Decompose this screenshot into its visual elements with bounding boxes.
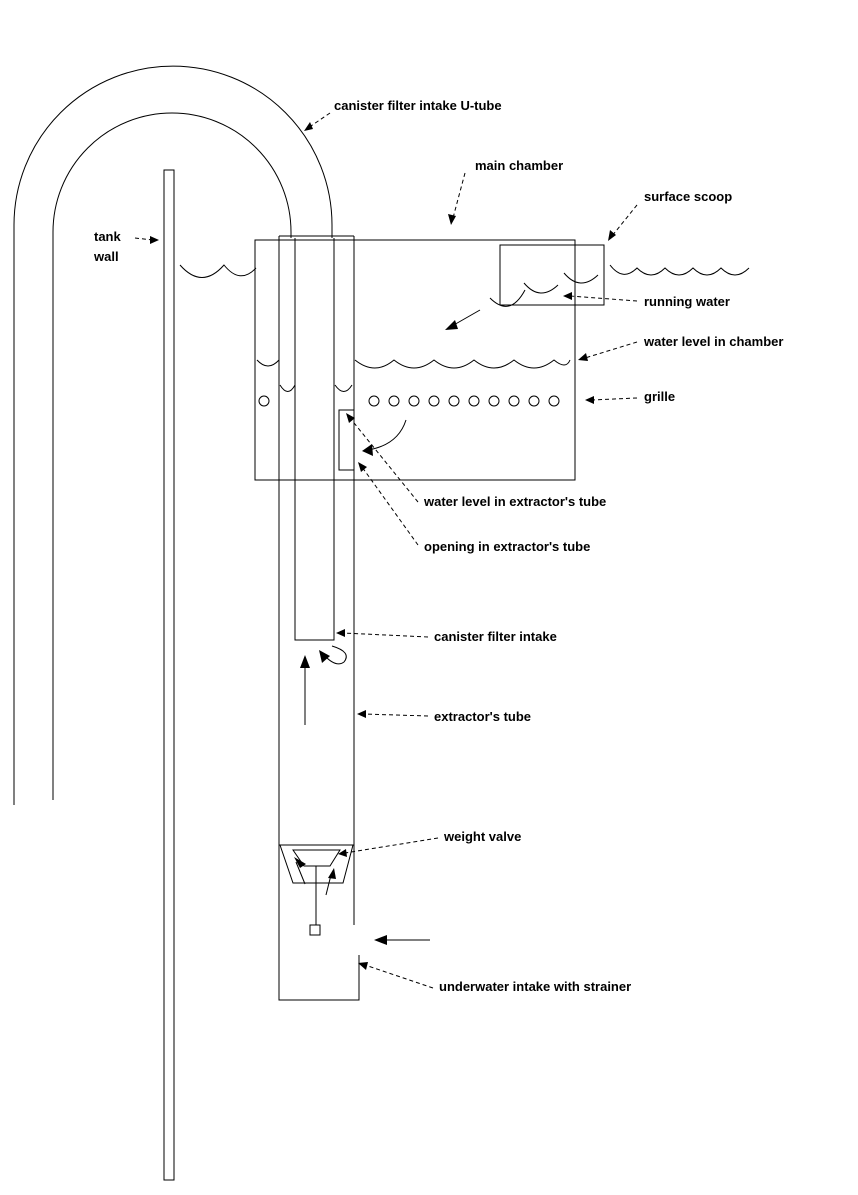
label-canister-intake: canister filter intake: [434, 629, 557, 644]
label-u-tube: canister filter intake U-tube: [334, 98, 502, 113]
leader-lines: [134, 112, 638, 989]
u-tube: [13, 65, 333, 805]
main-chamber-box: [254, 239, 576, 481]
canister-intake-tube: [294, 238, 335, 641]
label-tank-wall-line2: wall: [93, 249, 119, 264]
weight-valve: [279, 844, 354, 936]
grille: [258, 395, 560, 407]
extractor-tube-walls: [278, 235, 360, 1001]
scoop-water-waves: [489, 272, 599, 307]
label-surface-scoop: surface scoop: [644, 189, 732, 204]
flow-arrows: [300, 309, 481, 945]
label-underwater-intake: underwater intake with strainer: [439, 979, 631, 994]
label-water-level-tube: water level in extractor's tube: [423, 494, 606, 509]
tube-opening: [338, 409, 355, 471]
label-extractor-tube: extractor's tube: [434, 709, 531, 724]
label-main-chamber: main chamber: [475, 158, 563, 173]
tube-water-waves: [279, 384, 353, 392]
label-grille: grille: [644, 389, 675, 404]
label-water-level-chamber: water level in chamber: [643, 334, 783, 349]
chamber-water-waves: [256, 359, 571, 369]
label-weight-valve: weight valve: [443, 829, 521, 844]
surface-scoop-box: [499, 244, 605, 306]
tank-water-waves: [179, 264, 750, 278]
label-tank-wall-line1: tank: [94, 229, 122, 244]
label-opening-tube: opening in extractor's tube: [424, 539, 590, 554]
tank-wall: [163, 169, 175, 1181]
label-running-water: running water: [644, 294, 730, 309]
